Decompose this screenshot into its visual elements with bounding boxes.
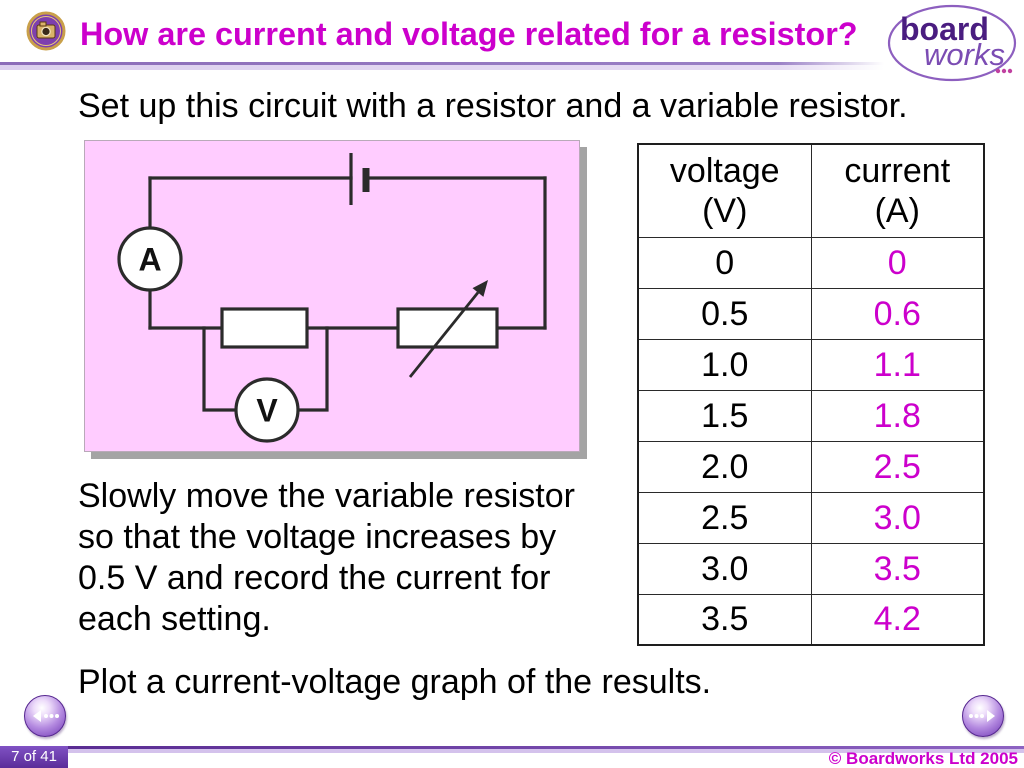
table-row: 2.0 2.5 [637, 440, 985, 493]
voltmeter-label: V [256, 393, 278, 429]
variable-resistor [396, 280, 499, 378]
table-row: 0 0 [637, 236, 985, 289]
conclusion-text: Plot a current-voltage graph of the resu… [78, 663, 712, 701]
current-cell: 1.8 [810, 389, 985, 442]
voltmeter-branch-right [296, 326, 329, 412]
current-cell: 1.1 [810, 338, 985, 391]
copyright-notice: © Boardworks Ltd 2005 [828, 749, 1018, 768]
cell [349, 153, 370, 205]
next-slide-button[interactable] [962, 695, 1004, 737]
previous-arrow-icon [33, 710, 59, 722]
logo-outline [887, 4, 1017, 82]
voltage-cell: 2.5 [637, 491, 812, 544]
table-row: 0.5 0.6 [637, 287, 985, 340]
current-cell: 3.0 [810, 491, 985, 544]
voltage-cell: 3.5 [637, 593, 812, 646]
table-row: 3.0 3.5 [637, 542, 985, 595]
instructions-line: so that the voltage increases by [78, 518, 557, 556]
variable-resistor-arrow-head [472, 280, 488, 297]
circuit-panel: A V [84, 140, 580, 452]
voltmeter-branch-left [202, 326, 238, 412]
intro-text: Set up this circuit with a resistor and … [78, 87, 908, 125]
logo-text-board: board [900, 11, 989, 47]
voltage-cell: 2.0 [637, 440, 812, 493]
variable-resistor-arrow-shaft [408, 291, 480, 378]
voltage-cell: 3.0 [637, 542, 812, 595]
voltage-cell: 1.0 [637, 338, 812, 391]
voltage-cell: 1.5 [637, 389, 812, 442]
current-cell: 0.6 [810, 287, 985, 340]
current-header-label: current [844, 151, 951, 190]
current-column-header: current (A) [810, 143, 985, 238]
instructions-text: Slowly move the variable resistor so tha… [78, 476, 575, 640]
instructions-line: 0.5 V and record the current for [78, 559, 551, 597]
instructions-line: each setting. [78, 600, 271, 638]
voltage-column-header: voltage (V) [637, 143, 812, 238]
footer-divider [0, 746, 1024, 749]
camera-icon [26, 11, 66, 51]
voltmeter: V [234, 377, 300, 443]
resistor [220, 307, 309, 349]
instructions-line: Slowly move the variable resistor [78, 477, 575, 515]
ammeter-label: A [138, 242, 161, 278]
slide-counter: 7 of 41 [0, 746, 68, 768]
current-cell: 0 [810, 236, 985, 289]
current-header-unit: (A) [874, 191, 920, 230]
table-row: 3.5 4.2 [637, 593, 985, 646]
slide-title: How are current and voltage related for … [80, 16, 858, 52]
circuit-diagram: A V [117, 153, 547, 443]
voltage-header-label: voltage [669, 151, 780, 190]
circuit-wires [148, 176, 547, 412]
current-cell: 4.2 [810, 593, 985, 646]
voltage-header-unit: (V) [702, 191, 748, 230]
previous-slide-button[interactable] [24, 695, 66, 737]
logo-text-works: works [924, 37, 1005, 72]
current-cell: 2.5 [810, 440, 985, 493]
ammeter: A [117, 226, 183, 292]
boardworks-logo: board works [887, 4, 1017, 82]
next-arrow-icon [969, 710, 995, 722]
voltmeter-circle [234, 377, 300, 443]
title-divider-highlight [0, 65, 884, 70]
title-divider [0, 62, 884, 65]
ammeter-circle [117, 226, 183, 292]
results-table: voltage (V) current (A) 0 0 0.5 0.6 1.0 … [637, 143, 985, 646]
voltage-cell: 0.5 [637, 287, 812, 340]
current-cell: 3.5 [810, 542, 985, 595]
table-row: 1.0 1.1 [637, 338, 985, 391]
voltage-cell: 0 [637, 236, 812, 289]
table-row: 1.5 1.8 [637, 389, 985, 442]
table-row: 2.5 3.0 [637, 491, 985, 544]
footer-divider-highlight [0, 749, 1024, 753]
logo-dots [995, 68, 1013, 74]
table-header-row: voltage (V) current (A) [637, 143, 985, 238]
variable-resistor-body [396, 307, 499, 349]
